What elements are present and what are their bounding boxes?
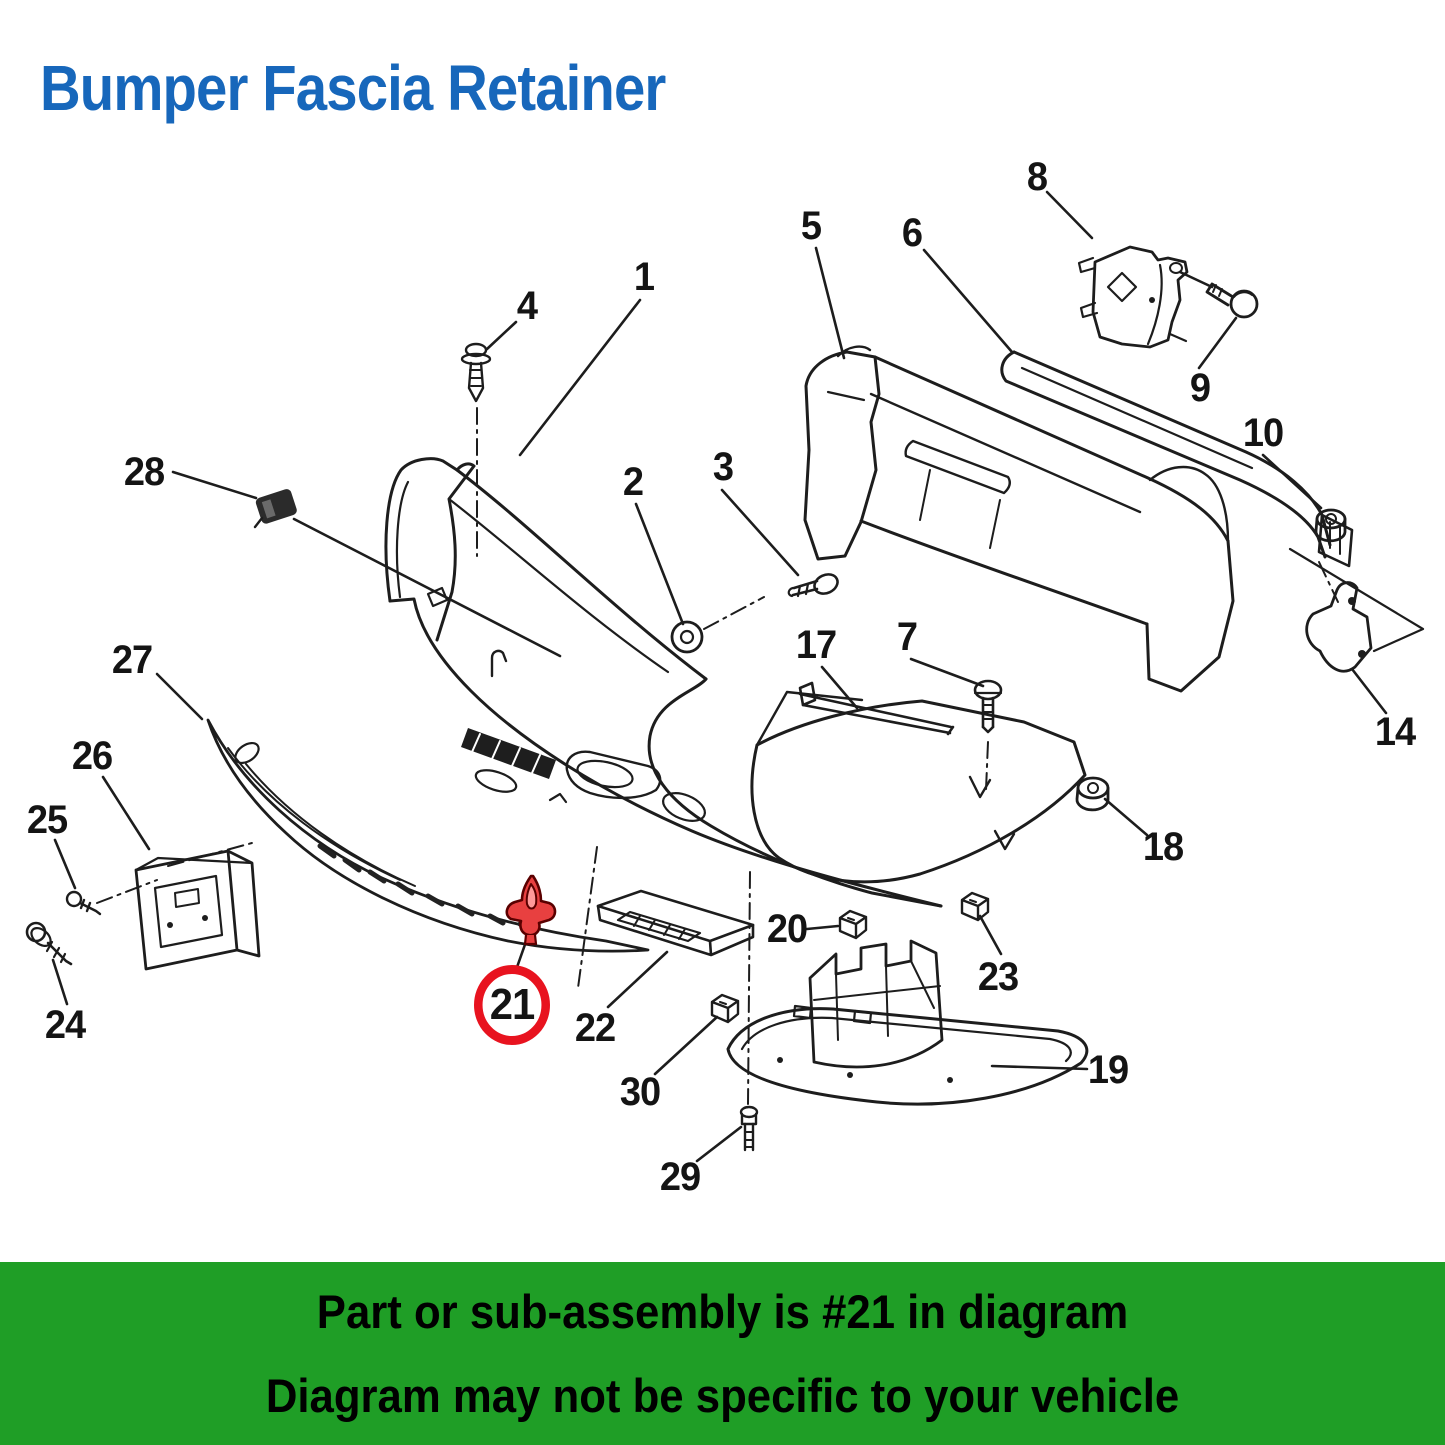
fascia-support-rail	[798, 681, 955, 736]
part-label-10: 10	[1242, 411, 1284, 455]
part-label-18: 18	[1142, 825, 1184, 869]
license-bracket	[134, 849, 261, 971]
banner-line-1: Part or sub-assembly is #21 in diagram	[316, 1285, 1129, 1338]
part-label-25: 25	[26, 798, 68, 842]
grille-molding	[206, 718, 650, 953]
part-label-5: 5	[800, 204, 822, 248]
part-label-3: 3	[712, 445, 734, 489]
part-label-6: 6	[901, 211, 923, 255]
rivet-4	[460, 342, 492, 403]
bolt-9	[1205, 282, 1259, 319]
screw-7	[973, 679, 1003, 734]
clip-23	[960, 891, 990, 922]
clip-20	[838, 909, 868, 940]
part-label-7: 7	[896, 615, 918, 659]
part-label-22: 22	[574, 1006, 616, 1050]
mount-bracket	[1077, 245, 1189, 349]
part-label-29: 29	[659, 1155, 701, 1199]
part-label-23: 23	[977, 955, 1019, 999]
grommet-2	[670, 620, 704, 654]
skid-plate	[726, 1004, 1089, 1106]
screw-24	[25, 921, 73, 966]
page-title: Bumper Fascia Retainer	[40, 52, 666, 124]
part-label-8: 8	[1026, 155, 1048, 199]
nut-18	[1075, 776, 1110, 812]
side-bracket-14	[1305, 581, 1373, 673]
part-label-24: 24	[44, 1003, 86, 1047]
part-label-30: 30	[619, 1070, 661, 1114]
part-label-20: 20	[766, 907, 808, 951]
part-label-21-highlighted: 21	[474, 965, 550, 1045]
screw-25	[65, 890, 102, 916]
part-label-4: 4	[516, 284, 538, 328]
part-label-1: 1	[633, 255, 655, 299]
part-label-9: 9	[1189, 366, 1211, 410]
part-label-19: 19	[1087, 1048, 1129, 1092]
part-label-28: 28	[123, 450, 165, 494]
bolt-29	[739, 1105, 759, 1152]
screw-3	[787, 573, 839, 598]
part-label-27: 27	[111, 638, 153, 682]
info-banner: Part or sub-assembly is #21 in diagram D…	[0, 1262, 1445, 1445]
bumper-fascia-retainer-highlighted	[505, 874, 557, 946]
clip-30	[710, 993, 740, 1024]
part-label-14: 14	[1374, 710, 1416, 754]
impact-bar	[803, 345, 1235, 693]
side-marker-lamp	[596, 889, 755, 957]
air-deflector	[808, 939, 944, 1069]
part-label-17: 17	[795, 623, 837, 667]
banner-line-2: Diagram may not be specific to your vehi…	[265, 1369, 1180, 1422]
nut-10	[1314, 508, 1347, 543]
part-label-26: 26	[71, 734, 113, 778]
part-label-2: 2	[622, 460, 644, 504]
clip-28	[253, 489, 297, 529]
